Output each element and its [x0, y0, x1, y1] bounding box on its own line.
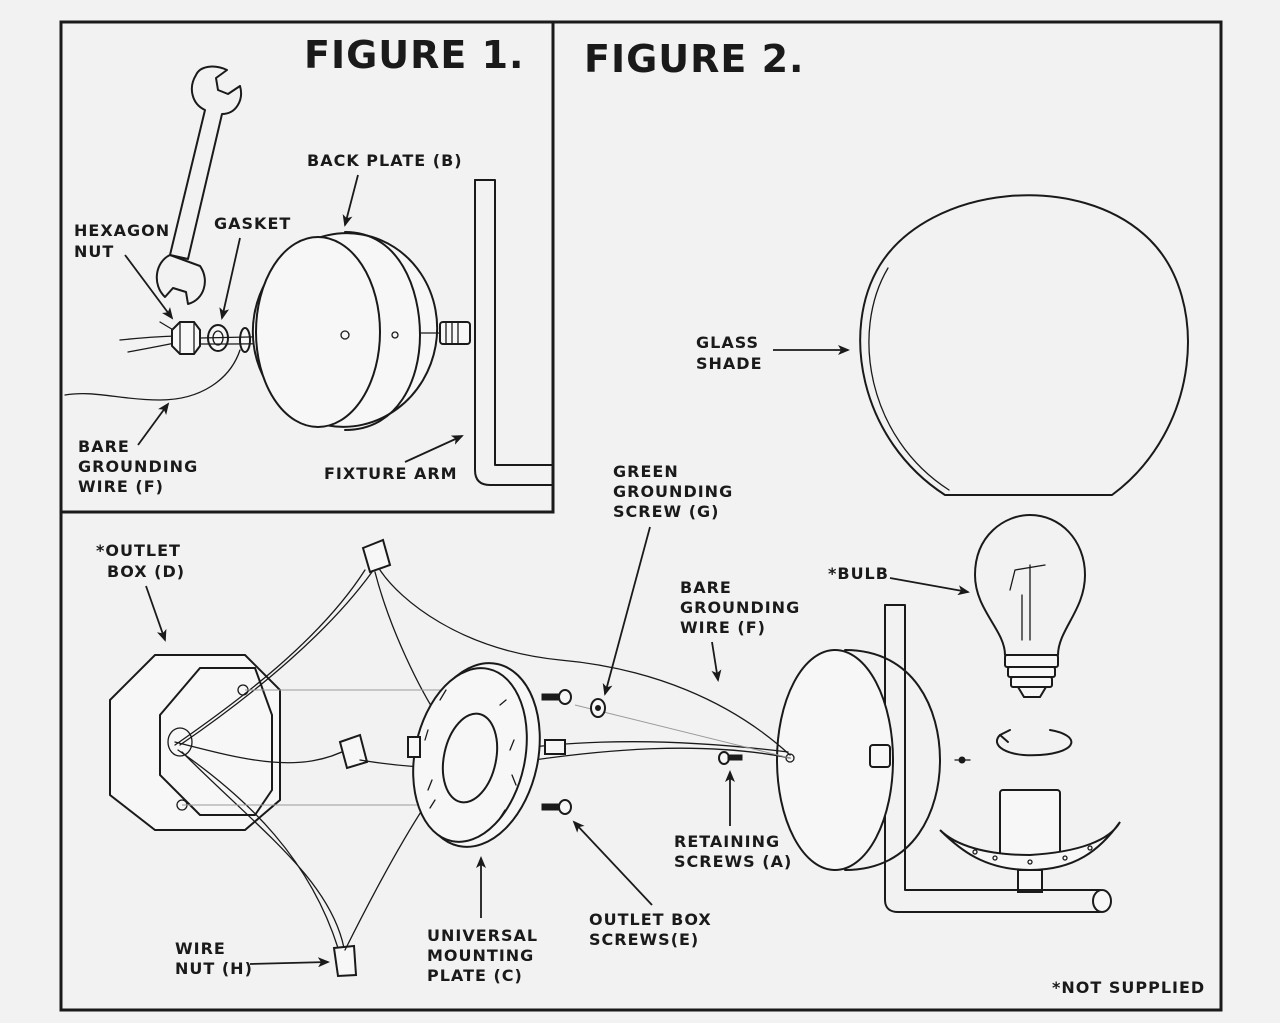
outlet-box-screw-bottom-icon [541, 799, 572, 815]
label-bare-grounding-wire-fig2-line3: WIRE (F) [680, 618, 766, 637]
outlet-box-screw-top-icon [541, 689, 572, 705]
back-plate-fig2 [776, 649, 971, 871]
hexagon-nut-icon [171, 321, 201, 355]
figure-1-title: FIGURE 1. [304, 33, 524, 77]
universal-mounting-plate [407, 662, 566, 848]
label-bare-grounding-wire-fig2-line1: BARE [680, 578, 732, 597]
label-hexagon-nut-line1: HEXAGON [74, 221, 170, 240]
label-green-grounding-screw-line3: SCREW (G) [613, 502, 720, 521]
label-bare-grounding-wire-fig1-line3: WIRE (F) [78, 477, 164, 496]
label-outlet-box-line2: BOX (D) [107, 562, 185, 581]
label-glass-shade-line1: GLASS [696, 333, 759, 352]
green-grounding-screw-icon [590, 698, 606, 718]
label-wire-nut-line2: NUT (H) [175, 959, 253, 978]
label-glass-shade-line2: SHADE [696, 354, 763, 373]
wrench-icon [155, 65, 242, 305]
figure-2-title: FIGURE 2. [584, 37, 804, 81]
label-outlet-box-line1: *OUTLET [96, 541, 181, 560]
label-retaining-screws-line2: SCREWS (A) [674, 852, 792, 871]
label-bulb: *BULB [828, 564, 889, 583]
label-gasket: GASKET [214, 214, 291, 233]
gasket-icon [207, 324, 251, 353]
label-back-plate: BACK PLATE (B) [307, 151, 463, 170]
retaining-screw-icon [718, 751, 743, 765]
label-wire-nut-line1: WIRE [175, 939, 226, 958]
label-outlet-box-screws-line1: OUTLET BOX [589, 910, 712, 929]
label-universal-mounting-plate-line2: MOUNTING [427, 946, 534, 965]
label-fixture-arm: FIXTURE ARM [324, 464, 458, 483]
figure-1-frame [59, 20, 555, 514]
fixture-arm-fig1 [474, 179, 554, 486]
label-universal-mounting-plate-line3: PLATE (C) [427, 966, 523, 985]
back-plate-fig1 [251, 231, 439, 431]
bulb-icon [974, 514, 1086, 698]
outlet-box [109, 654, 281, 831]
wire-nut-top-icon [361, 538, 392, 574]
retaining-ring-icon [995, 729, 1073, 757]
label-universal-mounting-plate-line1: UNIVERSAL [427, 926, 538, 945]
wire-nut-middle-icon [338, 733, 369, 770]
label-green-grounding-screw-line1: GREEN [613, 462, 679, 481]
footnote-not-supplied: *NOT SUPPLIED [1052, 978, 1205, 997]
figure-1-drawing [64, 65, 554, 486]
label-retaining-screws-line1: RETAINING [674, 832, 780, 851]
label-bare-grounding-wire-fig2-line2: GROUNDING [680, 598, 800, 617]
label-bare-grounding-wire-fig1-line1: BARE [78, 437, 130, 456]
glass-shade [859, 194, 1189, 496]
label-outlet-box-screws-line2: SCREWS(E) [589, 930, 699, 949]
fixture-arm-fig2 [884, 604, 1112, 913]
label-hexagon-nut-line2: NUT [74, 242, 114, 261]
label-bare-grounding-wire-fig1-line2: GROUNDING [78, 457, 198, 476]
socket-icon [939, 789, 1121, 893]
outer-frame [59, 20, 1223, 1012]
label-green-grounding-screw-line2: GROUNDING [613, 482, 733, 501]
